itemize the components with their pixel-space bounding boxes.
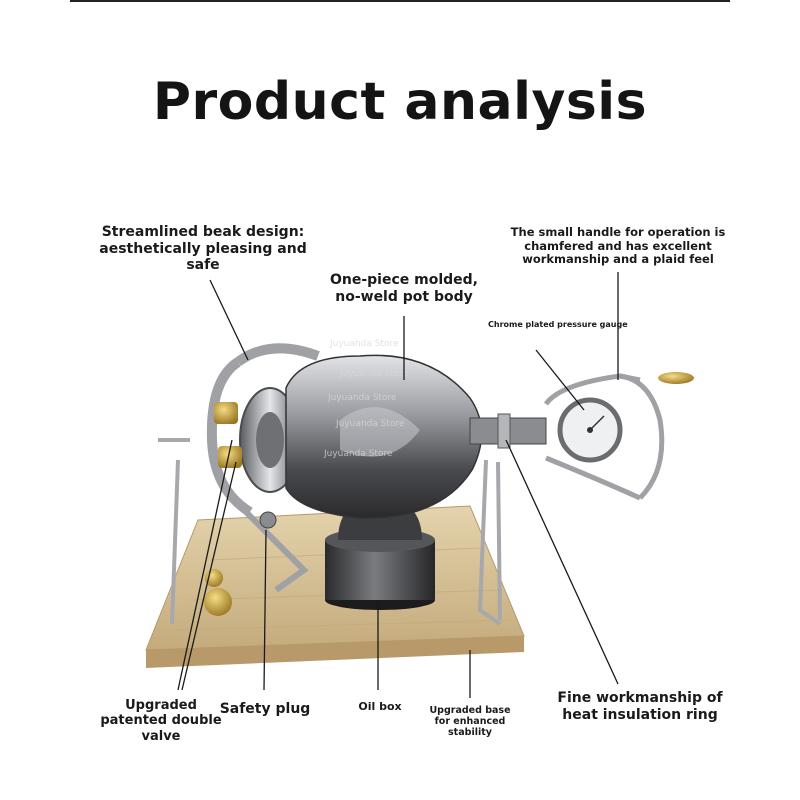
watermark-text: Juyuanda Store [327,393,397,403]
bracket-ring [206,343,320,517]
watermark-text: Juyuanda Store [329,339,399,349]
watermark-text: Juyuanda Store [323,449,393,459]
leader-lines [177,272,619,698]
handle-label: The small handle for operation is chamfe… [510,225,726,267]
pot-body: Juyuanda Store Juyuanda Store Juyuanda S… [285,339,483,519]
safety-plug [237,503,309,593]
double-valve-label: Upgraded patented double valve [100,698,222,744]
pressure-gauge [557,397,623,463]
insulation-ring [469,413,547,449]
base-label: Upgraded base for enhanced stability [429,705,511,739]
beak-design-label: Streamlined beak design: aesthetically p… [99,224,307,274]
watermark-text: Juyuanda Store [335,419,405,429]
oil-box-label: Oil box [358,700,402,713]
pressure-gauge-label: Chrome plated pressure gauge [488,320,628,329]
support-legs [158,438,502,626]
page-title: Product analysis [152,72,648,132]
insulation-ring-label: Fine workmanship of heat insulation ring [557,690,723,723]
safety-plug-label: Safety plug [219,701,311,717]
watermark-text: Juyuanda Store [339,369,409,379]
handle-knob [658,372,694,384]
brass-gourd-ornament [204,569,232,616]
pot-body-label: One-piece molded, no-weld pot body [329,272,479,305]
top-divider [70,0,730,2]
handle-frame [543,373,665,501]
